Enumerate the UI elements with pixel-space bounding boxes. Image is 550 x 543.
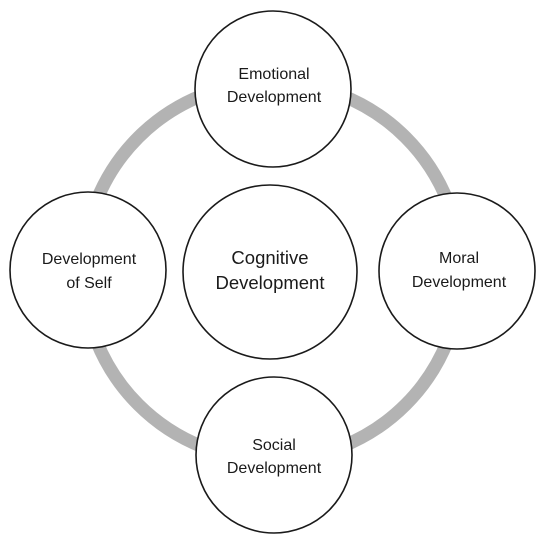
node-label-line: Social bbox=[252, 437, 296, 454]
node-circle bbox=[378, 192, 536, 350]
node-label-line: Cognitive bbox=[231, 247, 308, 268]
node-label-line: Development bbox=[412, 274, 507, 291]
node-social-development: Social Development bbox=[195, 376, 353, 534]
node-label-line: Development bbox=[42, 251, 137, 268]
node-moral-development: Moral Development bbox=[378, 192, 536, 350]
node-circle bbox=[182, 184, 358, 360]
node-label-line: Development bbox=[215, 272, 324, 293]
node-cognitive-development: Cognitive Development bbox=[182, 184, 358, 360]
node-circle bbox=[194, 10, 352, 168]
node-label-line: of Self bbox=[66, 275, 112, 292]
node-emotional-development: Emotional Development bbox=[194, 10, 352, 168]
node-label-line: Emotional bbox=[238, 66, 309, 83]
node-circle bbox=[195, 376, 353, 534]
node-label-line: Development bbox=[227, 460, 322, 477]
node-circle bbox=[9, 191, 167, 349]
node-label-line: Moral bbox=[439, 250, 479, 267]
node-label-line: Development bbox=[227, 89, 322, 106]
node-development-of-self: Development of Self bbox=[9, 191, 167, 349]
